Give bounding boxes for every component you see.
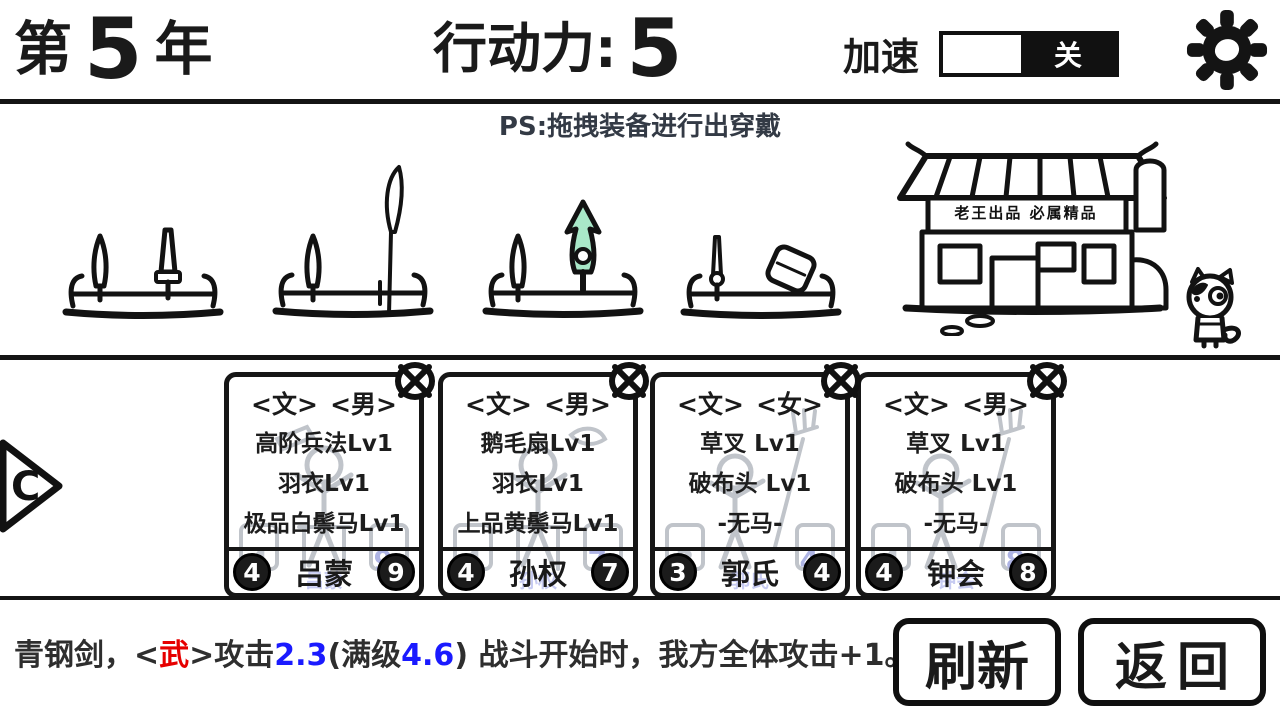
equip-slot-2[interactable]: 羽衣Lv1 bbox=[492, 471, 584, 497]
card-type: <文> bbox=[883, 390, 950, 419]
book-icon bbox=[765, 244, 817, 294]
stone bbox=[965, 314, 995, 328]
header-divider bbox=[0, 99, 1280, 104]
short-sword-icon bbox=[709, 235, 725, 302]
equip-slot-2[interactable]: 破布头 Lv1 bbox=[688, 471, 812, 497]
stat-badge-left: 4 bbox=[233, 553, 271, 591]
card-gender: <男> bbox=[962, 390, 1029, 419]
page-arrow-label: C bbox=[11, 464, 41, 510]
action-points-value: 5 bbox=[626, 2, 683, 95]
speed-toggle[interactable]: 关 bbox=[939, 30, 1120, 77]
stone bbox=[940, 325, 964, 336]
stat-badge-right: 4 bbox=[802, 553, 841, 591]
character-card[interactable]: 4 7 孙权 <文> <男> 鹅毛扇Lv1 羽衣Lv1 上品黄鬃马Lv1 4 孙… bbox=[438, 362, 649, 598]
card-type: <文> bbox=[677, 390, 744, 419]
equip-slot-3[interactable]: -无马- bbox=[923, 511, 989, 537]
shop-sign: 老王出品 必属精品 bbox=[954, 204, 1098, 222]
equip-slot-3[interactable]: -无马- bbox=[717, 511, 783, 537]
close-card-button[interactable] bbox=[1023, 359, 1071, 403]
equip-slot-1[interactable]: 鹅毛扇Lv1 bbox=[480, 431, 596, 457]
stat-badge-left: 4 bbox=[447, 553, 485, 591]
hint-text: PS:拖拽装备进行出穿戴 bbox=[498, 112, 782, 142]
equip-slot-2[interactable]: 羽衣Lv1 bbox=[278, 471, 370, 497]
close-icon bbox=[1027, 362, 1067, 400]
speed-control: 加速 关 bbox=[843, 26, 1120, 81]
speed-toggle-knob[interactable] bbox=[943, 34, 1022, 73]
character-name: 郭氏 bbox=[720, 557, 779, 591]
watermark-name: 孙权 bbox=[518, 570, 557, 592]
desc-text: (满级 bbox=[327, 638, 402, 673]
watermark-name: 钟会 bbox=[936, 570, 975, 592]
card-gender: <男> bbox=[330, 390, 397, 419]
weapon-rack-glaive[interactable] bbox=[268, 162, 438, 322]
triangle-arrow-icon bbox=[0, 439, 63, 533]
character-name: 吕蒙 bbox=[294, 557, 353, 591]
stat-badge-left: 4 bbox=[865, 553, 903, 591]
watermark-name: 吕蒙 bbox=[304, 570, 343, 592]
weapon-rack-sword[interactable] bbox=[58, 218, 228, 323]
shop-door bbox=[989, 255, 1041, 311]
glaive-icon bbox=[378, 165, 404, 316]
close-icon bbox=[821, 362, 861, 400]
year-suffix: 年 bbox=[154, 15, 213, 83]
close-card-button[interactable] bbox=[605, 359, 653, 403]
gear-icon bbox=[1186, 9, 1268, 91]
weapon-rack-book[interactable] bbox=[676, 223, 846, 323]
dagger-icon bbox=[304, 233, 322, 303]
equip-slot-2[interactable]: 破布头 Lv1 bbox=[894, 471, 1018, 497]
speed-label: 加速 bbox=[843, 35, 920, 79]
back-button[interactable]: 返回 bbox=[1078, 618, 1266, 706]
character-name: 孙权 bbox=[508, 557, 567, 591]
close-card-button[interactable] bbox=[391, 359, 439, 403]
speed-toggle-state[interactable]: 关 bbox=[1021, 34, 1116, 73]
stat-badge-left: 3 bbox=[659, 553, 697, 591]
refresh-button[interactable]: 刷新 bbox=[893, 618, 1061, 706]
desc-text: 青钢剑，< bbox=[14, 638, 160, 673]
cards-divider bbox=[0, 596, 1280, 600]
shop-window bbox=[1081, 243, 1117, 285]
card-gender: <男> bbox=[544, 390, 611, 419]
watermark-name: 郭氏 bbox=[730, 570, 769, 592]
sword-icon bbox=[154, 227, 182, 301]
character-card[interactable]: 4 9 吕蒙 <文> <男> 高阶兵法Lv1 羽衣Lv1 极品白鬃马Lv1 4 … bbox=[224, 362, 435, 598]
equip-slot-1[interactable]: 高阶兵法Lv1 bbox=[255, 431, 393, 457]
card-type: <文> bbox=[465, 390, 532, 419]
equip-slot-3[interactable]: 上品黄鬃马Lv1 bbox=[457, 511, 619, 537]
shop-window bbox=[937, 243, 983, 285]
character-card[interactable]: 4 8 钟会 <文> <男> 草叉 Lv1 破布头 Lv1 -无马- 4 钟会 … bbox=[856, 362, 1067, 598]
close-card-button[interactable] bbox=[817, 359, 865, 403]
green-sword-icon bbox=[564, 199, 602, 293]
desc-max-value: 4.6 bbox=[401, 638, 455, 673]
dagger-icon bbox=[509, 233, 527, 303]
equip-slot-3[interactable]: 极品白鬃马Lv1 bbox=[243, 511, 405, 537]
year-prefix: 第 bbox=[14, 15, 73, 83]
stat-badge-right: 9 bbox=[376, 553, 415, 591]
stat-badge-right: 8 bbox=[1008, 553, 1047, 591]
action-points: 行动力: 5 bbox=[433, 2, 682, 96]
close-icon bbox=[395, 362, 435, 400]
equip-slot-1[interactable]: 草叉 Lv1 bbox=[700, 431, 800, 457]
action-points-label: 行动力: bbox=[433, 17, 617, 80]
settings-button[interactable] bbox=[1186, 8, 1268, 92]
card-gender: <女> bbox=[756, 390, 823, 419]
desc-attack-value: 2.3 bbox=[274, 638, 328, 673]
dagger-icon bbox=[91, 233, 109, 303]
shelf-divider bbox=[0, 355, 1280, 360]
desc-wu-tag: 武 bbox=[159, 638, 190, 673]
character-card[interactable]: 3 4 郭氏 <文> <女> 草叉 Lv1 破布头 Lv1 -无马- 3 郭氏 … bbox=[650, 362, 861, 598]
equip-slot-1[interactable]: 草叉 Lv1 bbox=[906, 431, 1006, 457]
close-icon bbox=[609, 362, 649, 400]
card-type: <文> bbox=[251, 390, 318, 419]
shop-building bbox=[897, 141, 1169, 336]
item-description: 青钢剑，<武>攻击2.3(满级4.6) 战斗开始时，我方全体攻击+1。 bbox=[14, 630, 914, 674]
desc-text: ) 战斗开始时，我方全体攻击+1。 bbox=[454, 638, 915, 673]
year-indicator: 第 5 年 bbox=[14, 4, 212, 94]
cat-character bbox=[1186, 267, 1241, 349]
weapon-rack-green-sword[interactable] bbox=[478, 198, 648, 322]
next-page-button[interactable]: C bbox=[0, 438, 64, 534]
character-name: 钟会 bbox=[926, 557, 985, 591]
desc-text: >攻击 bbox=[189, 638, 275, 673]
stat-badge-right: 7 bbox=[590, 553, 629, 591]
year-value: 5 bbox=[84, 0, 143, 98]
